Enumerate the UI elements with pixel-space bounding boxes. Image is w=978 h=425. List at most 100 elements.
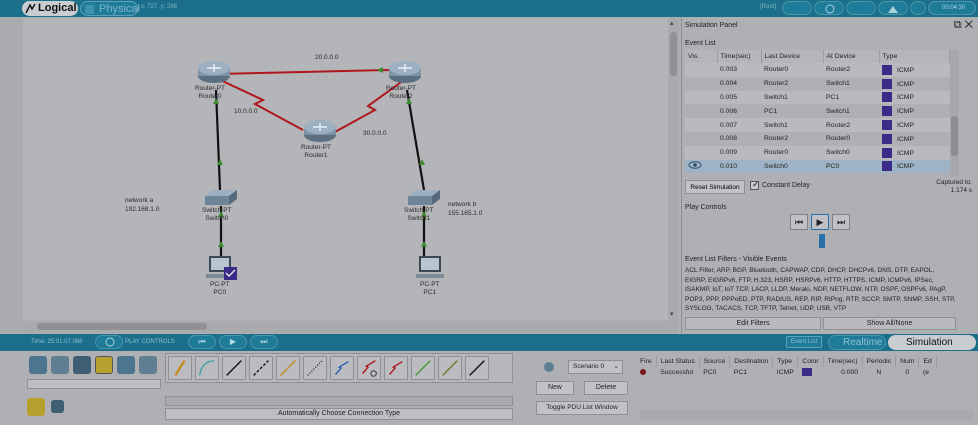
scenario-select[interactable]: Scenario 0 ⌄ [568,360,623,374]
auto-connection-icon[interactable] [168,356,192,380]
multiuser-icon[interactable] [139,356,157,374]
table-row[interactable]: 0.005 Switch1 PC1 ICMP [685,90,950,105]
console-cable-icon[interactable] [195,356,219,380]
table-row[interactable]: Successful PC0 PC1 ICMP 0.000 N 0 (e [636,367,936,378]
topology-diagram[interactable] [23,18,668,320]
serial-dte-cable-icon[interactable] [384,356,408,380]
link-router0-router2 [215,69,391,75]
octal-cable-icon[interactable] [411,356,435,380]
status-play-button[interactable]: ▶ [219,335,247,349]
root-path[interactable]: [Root] [760,4,777,10]
device-type-scrollbar[interactable] [27,379,161,389]
status-forward-button[interactable]: ⏭ [250,335,278,349]
column-header[interactable]: Color [797,356,824,367]
table-row[interactable]: 0.009 Router0 Switch0 ICMP [685,145,950,160]
iot-custom-cable-icon[interactable] [438,356,462,380]
edit-filters-button[interactable]: Edit Filters [685,317,821,330]
column-header[interactable]: Type [772,356,799,367]
power-cycle-button[interactable] [95,335,123,349]
fire-icon[interactable] [640,368,646,375]
edit-cell[interactable]: (e [922,369,929,376]
column-header[interactable]: At Device [823,50,880,63]
table-row[interactable]: 0.007 Switch1 Router2 ICMP [685,118,950,132]
reset-simulation-button[interactable]: Reset Simulation [685,180,745,194]
scroll-up-icon[interactable]: ▴ [670,20,674,27]
components-icon[interactable] [73,356,91,374]
toggle-pdu-list-button[interactable]: Toggle PDU List Window [536,401,628,415]
event-list-button[interactable]: Event List [786,336,822,348]
back-button[interactable]: ⏮ [790,214,808,230]
column-header[interactable]: Time(sec) [823,356,863,367]
usb-cable-icon[interactable] [465,356,489,380]
scroll-down-icon[interactable]: ▾ [670,311,674,318]
constant-delay-checkbox[interactable] [750,179,760,190]
vis-cell[interactable] [685,159,717,174]
restore-icon[interactable]: ⧉ [953,19,962,31]
column-header[interactable]: Type [879,50,950,63]
connections-category-icon[interactable] [27,398,45,416]
connections-icon[interactable] [95,356,113,374]
delete-scenario-button[interactable]: Delete [584,381,628,395]
table-row-selected[interactable]: 0.010 Switch0 PC0 ICMP [685,159,950,174]
tab-logical[interactable]: Logical [22,1,78,16]
column-header[interactable]: Fire [636,356,657,367]
crossover-cable-icon[interactable] [249,356,273,380]
column-header[interactable]: Periodic [862,356,897,367]
table-row[interactable]: 0.004 Router2 Switch1 ICMP [685,77,950,91]
workspace-vertical-scrollbar[interactable]: ▴ ▾ [668,18,679,321]
info-icon[interactable] [542,360,556,374]
constant-delay-label: Constant Delay [762,182,810,189]
table-row[interactable]: 0.003 Router0 Router2 ICMP [685,63,950,77]
column-header[interactable]: Last Status [656,356,700,367]
status-back-button[interactable]: ⏮ [188,335,216,349]
end-devices-icon[interactable] [51,356,69,374]
viewport-toggle-button[interactable] [910,1,926,15]
serial-dce-cable-icon[interactable] [357,356,381,380]
fiber-cable-icon[interactable] [276,356,300,380]
misc-icon[interactable] [117,356,135,374]
capture-forward-button[interactable]: ⏭ [832,214,850,230]
viewport-button[interactable] [814,1,844,15]
constant-delay-option[interactable]: Constant Delay [750,179,810,190]
column-header[interactable]: Last Device [761,50,824,63]
scroll-thumb[interactable] [670,32,677,76]
new-cluster-button[interactable] [846,1,876,15]
network-devices-icon[interactable] [29,356,47,374]
link-status-icon [213,98,219,104]
workspace-horizontal-scrollbar[interactable] [23,321,678,333]
column-header[interactable]: Source [699,356,731,367]
table-row[interactable]: 0.006 PC1 Switch1 ICMP [685,104,950,118]
nav-back-button[interactable] [782,1,812,15]
close-icon[interactable]: ✕ [964,19,973,31]
link-status-icon [218,241,224,247]
simulation-mode-tab[interactable]: Simulation [888,335,976,350]
show-all-none-button[interactable]: Show All/None [823,317,956,330]
table-row[interactable]: 0.008 Router2 Router0 ICMP [685,132,950,146]
realtime-mode-tab[interactable]: Realtime [828,335,886,350]
pdu-list-scrollbar[interactable] [640,410,974,420]
column-header[interactable]: Vis. [685,50,718,63]
grid-icon[interactable] [51,400,64,413]
column-header[interactable]: Ed [918,356,937,367]
link-router0-switch0 [214,89,222,191]
coaxial-cable-icon[interactable] [330,356,354,380]
new-scenario-button[interactable]: New [536,381,574,395]
column-header[interactable]: Num [895,356,920,367]
tab-physical[interactable]: Physical [80,1,140,16]
phone-cable-icon[interactable] [303,356,327,380]
event-list-scrollbar[interactable] [950,50,959,176]
background-button[interactable] [878,1,908,15]
column-header[interactable]: Time(sec) [717,50,762,63]
scroll-thumb[interactable] [37,323,207,330]
play-button[interactable]: ▶ [811,214,829,230]
straight-through-cable-icon[interactable] [222,356,246,380]
fire-cell[interactable] [636,367,656,378]
scroll-thumb[interactable] [951,116,958,156]
connection-tray-scrollbar[interactable] [165,396,513,406]
play-speed-slider[interactable] [819,234,825,248]
column-header[interactable]: Destination [729,356,774,367]
